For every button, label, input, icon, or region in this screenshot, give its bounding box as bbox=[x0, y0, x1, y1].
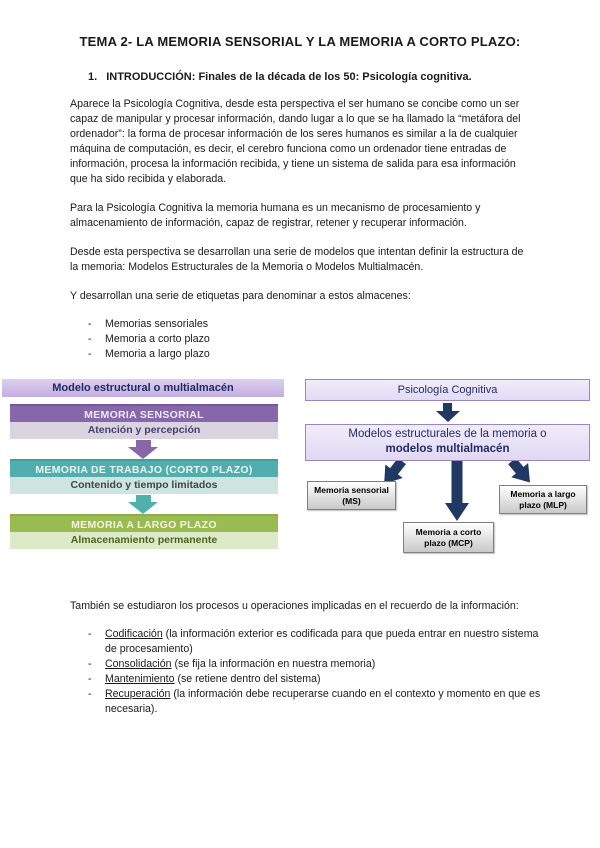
multistore-flow-diagram: Modelo estructural o multialmacén MEMORI… bbox=[2, 379, 284, 556]
section-number: 1. bbox=[88, 71, 98, 83]
list-item-memoria-corto-plazo: - Memoria a corto plazo bbox=[88, 332, 600, 347]
process-item-text: Codificación (la información exterior es… bbox=[105, 627, 545, 657]
process-item-text: Consolidación (se fija la información en… bbox=[105, 657, 545, 672]
list-item-label: Memorias sensoriales bbox=[105, 318, 209, 330]
section-title: INTRODUCCIÓN: Finales de la década de lo… bbox=[106, 71, 472, 83]
memoria-corto-plazo-mcp-box: Memoria a corto plazo (MCP) bbox=[403, 522, 494, 553]
cognitive-psychology-tree-diagram: Psicología Cognitiva Modelos estructural… bbox=[305, 379, 590, 556]
process-description: (la información debe recuperarse cuando … bbox=[105, 688, 541, 715]
process-item-recuperacion: - Recuperación (la información debe recu… bbox=[88, 687, 600, 717]
diagrams-row: Modelo estructural o multialmacén MEMORI… bbox=[0, 379, 600, 556]
modelos-box-line1: Modelos estructurales de la memoria o bbox=[348, 428, 547, 440]
branch-arrows-icon bbox=[384, 461, 530, 521]
process-term: Codificación bbox=[105, 628, 163, 640]
bullet-dash: - bbox=[88, 318, 92, 330]
tree-branches: Memoria sensorial (MS) Memoria a corto p… bbox=[305, 461, 590, 556]
list-item-label: Memoria a corto plazo bbox=[105, 333, 210, 345]
arrow-head bbox=[128, 446, 158, 459]
bullet-dash: - bbox=[88, 333, 92, 345]
process-description: (la información exterior es codificada p… bbox=[105, 628, 539, 655]
process-item-text: Mantenimiento (se retiene dentro del sis… bbox=[105, 672, 545, 687]
stage-header-memoria-sensorial: MEMORIA SENSORIAL bbox=[10, 404, 278, 422]
processes-list: - Codificación (la información exterior … bbox=[88, 627, 600, 717]
down-arrow-icon bbox=[305, 401, 590, 424]
list-item-memoria-largo-plazo: - Memoria a largo plazo bbox=[88, 347, 600, 362]
paragraph-labels-intro: Y desarrollan una serie de etiquetas par… bbox=[70, 290, 411, 302]
paragraph-processes-intro: También se estudiaron los procesos u ope… bbox=[70, 600, 519, 612]
bullet-dash: - bbox=[88, 658, 92, 670]
section-heading: 1. INTRODUCCIÓN: Finales de la década de… bbox=[88, 71, 600, 83]
stage-subtitle-almacenamiento: Almacenamiento permanente bbox=[10, 532, 278, 549]
paragraph-structural-models: Desde esta perspectiva se desarrollan un… bbox=[70, 246, 524, 273]
list-item-memorias-sensoriales: - Memorias sensoriales bbox=[88, 317, 600, 332]
bullet-dash: - bbox=[88, 348, 92, 360]
process-term: Recuperación bbox=[105, 688, 171, 700]
stage-memoria-trabajo: MEMORIA DE TRABAJO (CORTO PLAZO) Conteni… bbox=[10, 459, 278, 494]
down-arrow-icon bbox=[2, 439, 284, 459]
process-term: Mantenimiento bbox=[105, 673, 175, 685]
paragraph-memory-mechanism: Para la Psicología Cognitiva la memoria … bbox=[70, 202, 481, 229]
arrow-head bbox=[128, 501, 158, 514]
modelos-box-line2: modelos multialmacén bbox=[385, 443, 510, 455]
memoria-largo-plazo-mlp-box: Memoria a largo plazo (MLP) bbox=[499, 485, 587, 514]
arrow-stem bbox=[135, 494, 151, 502]
memoria-sensorial-ms-box: Memoria sensorial (MS) bbox=[307, 481, 396, 510]
stage-subtitle-atencion-percepcion: Atención y percepción bbox=[10, 422, 278, 439]
bullet-dash: - bbox=[88, 628, 92, 640]
stage-memoria-largo-plazo: MEMORIA A LARGO PLAZO Almacenamiento per… bbox=[10, 514, 278, 549]
stage-header-memoria-trabajo: MEMORIA DE TRABAJO (CORTO PLAZO) bbox=[10, 459, 278, 477]
paragraph-computer-metaphor: Aparece la Psicología Cognitiva, desde e… bbox=[70, 98, 521, 185]
flow-diagram-title: Modelo estructural o multialmacén bbox=[2, 379, 284, 397]
process-term: Consolidación bbox=[105, 658, 172, 670]
process-item-mantenimiento: - Mantenimiento (se retiene dentro del s… bbox=[88, 672, 600, 687]
list-item-label: Memoria a largo plazo bbox=[105, 348, 210, 360]
psicologia-cognitiva-box: Psicología Cognitiva bbox=[305, 379, 590, 401]
document-title: TEMA 2- LA MEMORIA SENSORIAL Y LA MEMORI… bbox=[79, 34, 521, 49]
process-item-codificacion: - Codificación (la información exterior … bbox=[88, 627, 600, 657]
modelos-estructurales-box: Modelos estructurales de la memoria o mo… bbox=[305, 424, 590, 461]
process-description: (se fija la información en nuestra memor… bbox=[171, 658, 376, 670]
arrow-stem bbox=[443, 403, 452, 411]
stage-memoria-sensorial: MEMORIA SENSORIAL Atención y percepción bbox=[10, 404, 278, 439]
down-arrow-icon bbox=[2, 494, 284, 514]
process-item-consolidacion: - Consolidación (se fija la información … bbox=[88, 657, 600, 672]
arrow-stem bbox=[135, 439, 151, 447]
arrow-head bbox=[435, 411, 460, 422]
bullet-dash: - bbox=[88, 688, 92, 700]
process-item-text: Recuperación (la información debe recupe… bbox=[105, 687, 545, 717]
stage-subtitle-contenido-tiempo: Contenido y tiempo limitados bbox=[10, 477, 278, 494]
memory-types-list: - Memorias sensoriales - Memoria a corto… bbox=[88, 317, 600, 362]
stage-header-memoria-largo-plazo: MEMORIA A LARGO PLAZO bbox=[10, 514, 278, 532]
bullet-dash: - bbox=[88, 673, 92, 685]
process-description: (se retiene dentro del sistema) bbox=[174, 673, 321, 685]
